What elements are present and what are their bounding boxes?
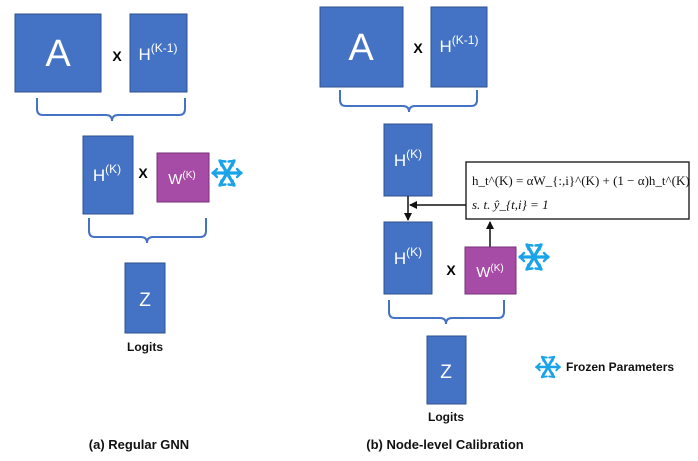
caption-panel-a: (a) Regular GNN xyxy=(89,437,189,452)
matrix-z xyxy=(124,262,166,334)
matrix-h-prev xyxy=(129,13,188,93)
matrix-h-k-label: H(K) xyxy=(394,147,422,170)
matrix-a xyxy=(319,6,404,88)
calibration-equation-line-2: s. t. ŷ_{t,i} = 1 xyxy=(472,197,549,212)
caption-panel-b: (b) Node-level Calibration xyxy=(366,437,524,452)
legend-frozen-parameters: Frozen Parameters xyxy=(566,360,674,374)
matrix-a-label: A xyxy=(348,27,374,69)
snowflake-icon xyxy=(518,243,550,271)
calibration-equation-box xyxy=(465,161,690,220)
matrix-h-k xyxy=(82,135,134,215)
bracket-bottom xyxy=(388,300,505,325)
snowflake-icon xyxy=(535,355,561,379)
calibration-equation-line-1: h_t^(K) = αW_{:,i}^(K) + (1 − α)h_t^(K) xyxy=(472,173,690,188)
matrix-h-prev xyxy=(430,6,488,88)
matrix-w-label: W(K) xyxy=(168,170,196,188)
matrix-z xyxy=(426,335,467,405)
matrix-h-prev-label: H(K-1) xyxy=(139,41,178,64)
matrix-a xyxy=(14,13,102,93)
matrix-w xyxy=(464,246,517,295)
matrix-w-label: W(K) xyxy=(476,263,504,281)
logits-label: Logits xyxy=(428,410,464,424)
matrix-w xyxy=(156,152,210,203)
times-operator: X xyxy=(138,165,148,181)
bracket-bottom xyxy=(88,218,207,244)
legend: Frozen Parameters xyxy=(535,355,674,379)
bracket-top xyxy=(36,98,186,122)
logits-label: Logits xyxy=(127,340,163,354)
matrix-z-label: Z xyxy=(440,362,452,383)
times-operator: X xyxy=(413,40,423,56)
matrix-h-k xyxy=(383,123,433,197)
bracket-top xyxy=(339,90,478,113)
matrix-a-label: A xyxy=(45,33,71,75)
matrix-h-prev-label: H(K-1) xyxy=(440,33,479,56)
panel-regular-gnn: A X H(K-1) H(K) X W(K) Z Logits (a) Regu… xyxy=(14,13,243,452)
snowflake-icon xyxy=(211,159,243,187)
matrix-h-k-second xyxy=(383,221,433,295)
panel-node-calibration: A X H(K-1) H(K) h_t^(K) = αW_{:,i}^(K) +… xyxy=(319,6,690,452)
matrix-h-k-second-label: H(K) xyxy=(394,245,422,268)
times-operator: X xyxy=(112,48,122,64)
times-operator: X xyxy=(446,262,456,278)
matrix-h-k-label: H(K) xyxy=(93,162,121,185)
matrix-z-label: Z xyxy=(139,290,151,311)
